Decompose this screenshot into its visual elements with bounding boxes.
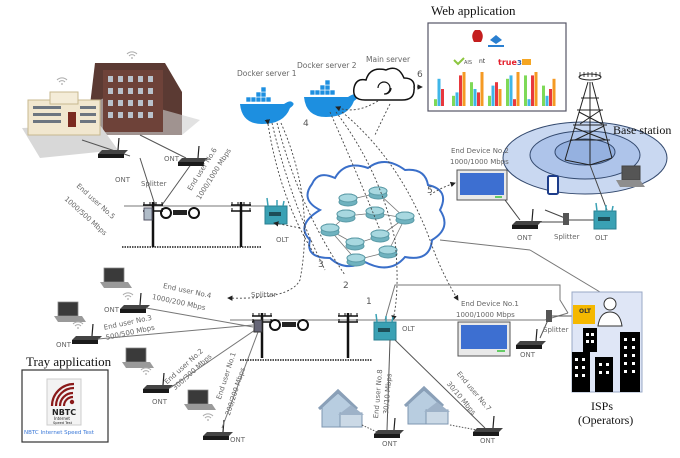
ont-user7: [472, 415, 504, 437]
web-app-thumbnail-bar: [434, 99, 437, 106]
web-app-thumbnail-bar: [509, 75, 513, 106]
web-application-panel: AIS nt true 3: [427, 22, 567, 112]
web-app-thumbnail-bar: [549, 89, 552, 106]
isp-olt-label: OLT: [579, 308, 592, 315]
end-device-2-name: End Device No.2: [451, 147, 509, 155]
web-app-thumbnail-bar: [470, 82, 473, 106]
nbtc-logo-text: NBTC: [52, 408, 77, 417]
ont-label-user2: ONT: [152, 398, 168, 406]
splitter-label-right: Splitter: [554, 233, 580, 241]
connection-3: 3: [318, 260, 324, 270]
house-user7: [403, 386, 452, 426]
school-building: [22, 77, 118, 158]
web-application-title: Web application: [431, 3, 516, 18]
web-app-thumbnail-bar: [552, 78, 556, 106]
ont-device1: [515, 328, 547, 350]
end-device-2-monitor: [456, 169, 508, 201]
docker-server-1-label: Docker server 1: [237, 69, 297, 78]
web-app-thumbnail-bar: [455, 92, 459, 106]
web-app-thumbnail-bar: [531, 75, 534, 106]
olt-label-top: OLT: [276, 236, 289, 244]
olt-top: [264, 197, 288, 225]
splitter-label-isp: Splitter: [543, 326, 569, 334]
office-building: [90, 51, 200, 135]
web-app-thumbnail-bar: [477, 92, 480, 106]
olt-label-base: OLT: [595, 234, 608, 242]
internet-cloud: [303, 161, 446, 269]
ont-label-user3: ONT: [56, 341, 72, 349]
ont-label-user1: ONT: [230, 436, 246, 444]
web-app-thumbnail-bar: [459, 75, 462, 106]
base-station: [502, 72, 668, 195]
end-device-2-speed: 1000/1000 Mbps: [450, 158, 509, 166]
isp-box: [571, 291, 643, 393]
connection-2: 2: [343, 281, 349, 291]
web-app-thumbnail-bar: [452, 95, 455, 106]
main-server-cloud-icon: [352, 67, 416, 101]
docker-server-2-label: Docker server 2: [297, 61, 357, 70]
web-app-thumbnail-bar: [473, 89, 477, 106]
web-app-thumbnail-bar: [480, 72, 484, 106]
connection-6: 6: [417, 70, 423, 80]
connection-4: 4: [303, 119, 309, 129]
end-device-1-speed: 1000/1000 Mbps: [456, 311, 515, 319]
web-app-thumbnail-bar: [524, 75, 527, 106]
olt-label-bottom: OLT: [402, 325, 415, 333]
tray-application-title: Tray application: [26, 354, 112, 369]
web-app-thumbnail-bar: [516, 72, 520, 106]
tray-application-panel: [21, 369, 109, 443]
ont-label-user4: ONT: [104, 306, 120, 314]
splitter-label-top: Splitter: [141, 180, 167, 188]
web-app-thumbnail-bar: [441, 89, 444, 106]
main-server-label: Main server: [366, 55, 411, 64]
end-device-1-name: End Device No.1: [461, 300, 519, 308]
web-app-thumbnail-bar: [506, 78, 509, 106]
tray-app-caption: NBTC Internet Speed Test: [24, 430, 94, 436]
ont-label-device2: ONT: [517, 234, 533, 242]
connection-5: 5: [427, 186, 433, 196]
ont-label-user6: ONT: [164, 155, 180, 163]
ont-device2: [511, 208, 543, 230]
isps-subtitle: (Operators): [578, 413, 634, 427]
web-app-thumbnail-bar: [498, 89, 502, 106]
web-app-thumbnail-bar: [462, 72, 466, 106]
ont-label-user8: ONT: [382, 440, 398, 448]
web-app-thumbnail-bar: [527, 99, 531, 106]
svg-text:nt: nt: [479, 58, 486, 65]
web-app-thumbnail-bar: [534, 72, 538, 106]
web-app-thumbnail-bar: [545, 95, 549, 106]
isps-title: ISPs: [591, 399, 614, 413]
end-device-1-monitor: [457, 321, 511, 357]
web-app-thumbnail-bar: [437, 78, 441, 106]
web-app-thumbnail-bar: [488, 95, 491, 106]
connection-1: 1: [366, 297, 372, 307]
svg-text:AIS: AIS: [464, 60, 472, 66]
olt-bottom: [373, 313, 397, 341]
olt-base-station: [593, 202, 617, 230]
nbtc-logo-sub1: Internet: [54, 416, 70, 421]
ont-label-user5: ONT: [115, 176, 131, 184]
ont-label-user7: ONT: [480, 437, 496, 445]
splitter-label-bottom: Splitter: [251, 291, 277, 299]
web-app-thumbnail-bar: [495, 82, 498, 106]
base-station-title: Base station: [613, 123, 672, 137]
web-app-thumbnail-bar: [542, 85, 545, 106]
ont-label-device1: ONT: [520, 351, 536, 359]
docker-server-2-icon: [303, 79, 358, 118]
ont-user8: [373, 417, 405, 439]
svg-text:true: true: [498, 58, 517, 67]
svg-text:3: 3: [517, 59, 522, 67]
docker-server-1-icon: [239, 86, 294, 125]
web-app-thumbnail-bar: [513, 99, 516, 106]
nbtc-logo-sub2: Speed Test: [53, 421, 72, 425]
house-user8: [317, 389, 366, 429]
web-app-thumbnail-bar: [491, 85, 495, 106]
